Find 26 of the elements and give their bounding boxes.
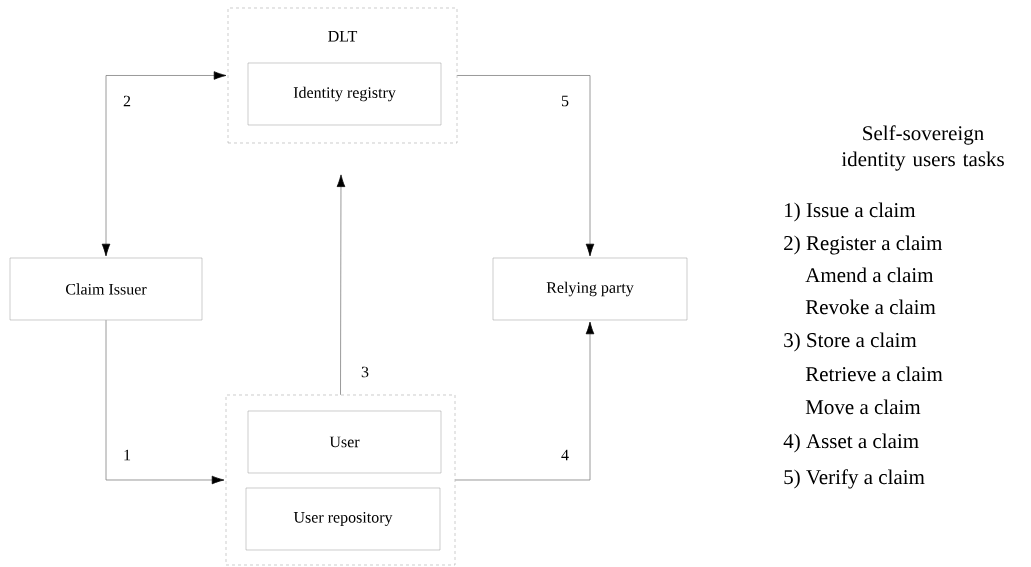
process-box: User <box>247 410 442 474</box>
process-box: User repository <box>245 487 441 551</box>
process-box: Relying party <box>492 257 688 321</box>
arrow <box>101 71 227 257</box>
list-item: Retrieve a claim <box>805 366 943 382</box>
heading: Self-sovereign identity users tasks <box>841 125 1004 171</box>
arrow <box>105 319 225 485</box>
list-item: Move a claim <box>805 399 921 415</box>
process-box: Claim Issuer <box>9 257 203 321</box>
list-item: 3) Store a claim <box>784 332 917 352</box>
edge-label: 4 <box>560 448 570 462</box>
edge-label: 1 <box>122 448 132 462</box>
list-item: 1) Issue a claim <box>785 202 916 222</box>
list-item: Revoke a claim <box>805 299 936 315</box>
edge-label: 3 <box>360 365 370 379</box>
edge-label: 5 <box>560 94 570 108</box>
arrow <box>454 321 595 481</box>
list-item: 4) Asset a claim <box>783 433 919 453</box>
arrow <box>336 174 346 396</box>
edge-label: 2 <box>122 94 132 108</box>
arrow <box>456 75 595 257</box>
dashed-group-box <box>225 394 456 566</box>
list-item: 2) Register a claim <box>784 235 943 255</box>
list-item: 5) Verify a claim <box>784 469 925 489</box>
process-box: Identity registry <box>247 62 442 126</box>
list-item: Amend a claim <box>805 267 934 283</box>
